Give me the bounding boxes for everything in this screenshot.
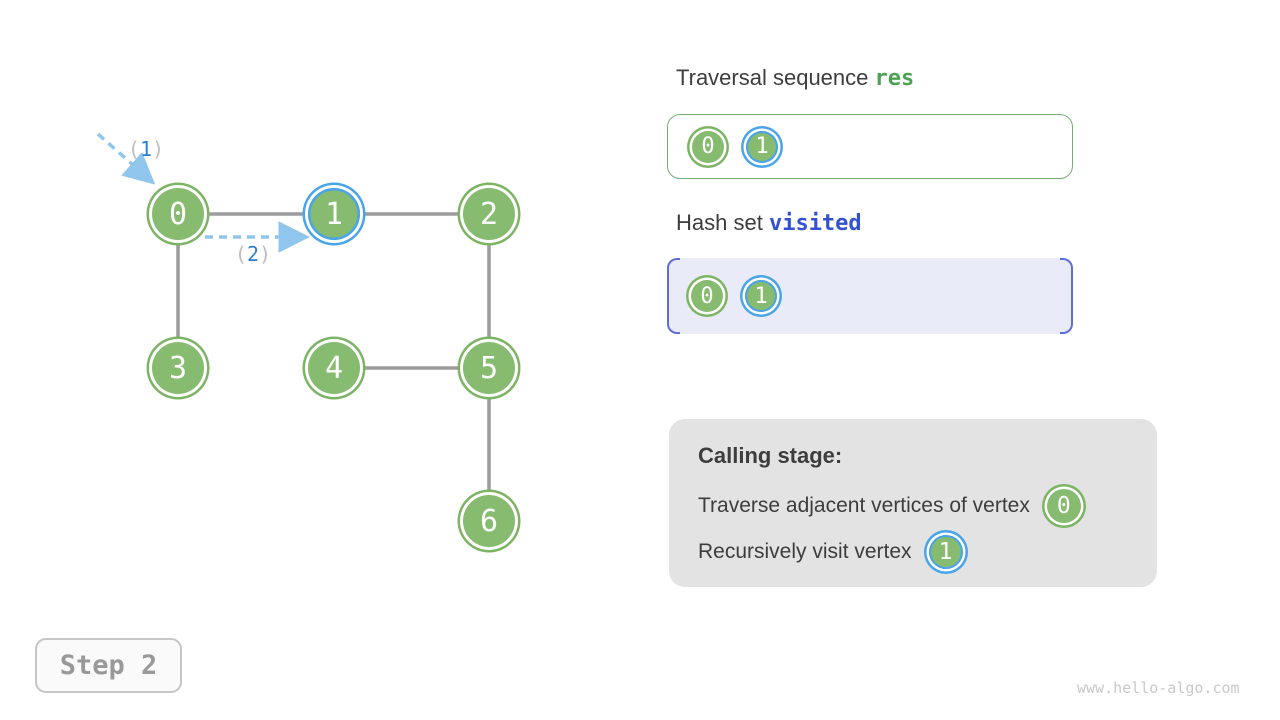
calling-stage-panel: Calling stage: Traverse adjacent vertice… [669, 419, 1157, 587]
vertex-circle-1: 1 [745, 280, 777, 312]
res-title-text: Traversal sequence [676, 65, 869, 90]
res-panel-title: Traversal sequence res [676, 65, 914, 91]
arrow-order-label-2: (2) [234, 242, 272, 266]
watermark: www.hello-algo.com [1077, 679, 1240, 697]
calling-stage-heading: Calling stage: [698, 443, 843, 468]
vertex-circle-0: 0 [691, 280, 723, 312]
vertex-circle-1: 1 [746, 130, 778, 163]
graph-node-5: 5 [463, 342, 515, 394]
list-item: 0 [686, 275, 728, 317]
calling-node-wrap: 1 [924, 530, 968, 574]
visited-title-text: Hash set [676, 210, 763, 235]
graph-node-1: 1 [308, 188, 360, 240]
list-item: 1 [741, 126, 783, 168]
calling-line-2-node: 1 [924, 530, 968, 574]
vertex-circle-1: 1 [928, 535, 963, 569]
hash-set-left-bracket [667, 258, 680, 334]
res-code-label: res [874, 66, 915, 91]
graph-node-6: 6 [463, 495, 515, 547]
calling-line-1: Traverse adjacent vertices of vertex 0 [698, 484, 1157, 528]
graph-node-3: 3 [152, 342, 204, 394]
vertex-circle-0: 0 [692, 130, 724, 163]
graph-node-0: 0 [152, 188, 204, 240]
vertex-circle-0: 0 [1046, 489, 1081, 523]
calling-node-wrap: 0 [1042, 484, 1086, 528]
calling-line-1-node: 0 [1042, 484, 1086, 528]
list-item: 1 [740, 275, 782, 317]
visited-panel-title: Hash set visited [676, 210, 862, 236]
traversal-arrow-1 [96, 132, 156, 185]
graph-node-2: 2 [463, 188, 515, 240]
calling-line-2: Recursively visit vertex 1 [698, 530, 1157, 574]
step-badge: Step 2 [35, 638, 182, 693]
calling-line-1-text: Traverse adjacent vertices of vertex [698, 494, 1030, 517]
graph-node-4: 4 [308, 342, 360, 394]
calling-line-2-text: Recursively visit vertex [698, 540, 912, 563]
visited-code-label: visited [768, 211, 862, 236]
list-item: 0 [687, 126, 729, 168]
hash-set-right-bracket [1060, 258, 1073, 334]
arrow-order-label-1: (1) [127, 137, 165, 161]
